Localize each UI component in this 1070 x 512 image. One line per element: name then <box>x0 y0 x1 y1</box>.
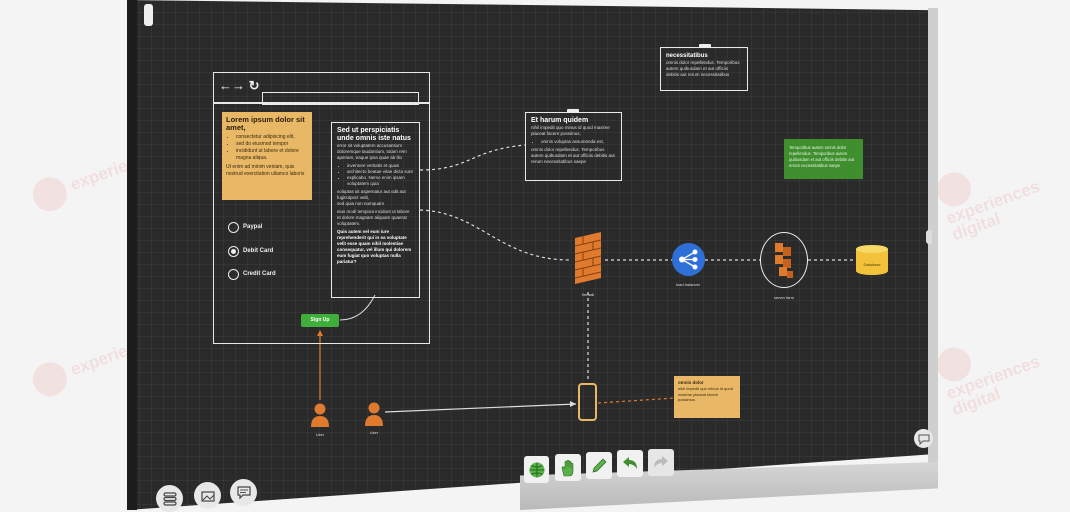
user-label: User <box>315 432 325 437</box>
radio-label: Paypal <box>243 224 263 230</box>
sign-up-button[interactable]: Sign Up <box>301 314 339 327</box>
database-label: Database <box>863 262 881 267</box>
connector <box>570 401 576 407</box>
radio-credit-card[interactable] <box>228 269 239 280</box>
display-bezel <box>127 0 137 510</box>
radio-label: Debit Card <box>243 248 274 254</box>
radio-label: Credit Card <box>243 271 276 277</box>
globe-icon <box>529 462 544 477</box>
pen-icon <box>592 458 607 472</box>
comment-icon <box>918 434 929 445</box>
browser-divider <box>213 102 430 104</box>
list-item: incididunt ut labore et dolore magna ali… <box>236 148 308 162</box>
display-bezel <box>928 8 938 463</box>
load-balancer-glyph <box>679 249 698 270</box>
list-item: consectetur adipiscing elit, <box>236 134 308 141</box>
load-balancer-label: load balancer <box>675 282 701 287</box>
load-balancer-icon[interactable] <box>672 243 705 276</box>
database-icon[interactable] <box>855 244 889 276</box>
list-item: architecto beatae vitae dicta sunt <box>347 169 414 175</box>
mobile-device-icon[interactable] <box>578 383 597 421</box>
undo-button[interactable] <box>617 450 643 477</box>
layers-icon <box>162 491 177 506</box>
firewall-label: firewall <box>581 292 595 297</box>
note-body: Ut enim ad minim veniam, quis nostrud ex… <box>226 164 305 177</box>
card-title: necessitatibus <box>666 53 708 59</box>
hand-button[interactable] <box>555 454 581 481</box>
connector <box>317 330 323 336</box>
connector <box>419 209 571 261</box>
list-item: sed do eiusmod tempor <box>236 141 308 148</box>
detail-para: eius modi tempora incidunt ut labore et … <box>337 209 410 226</box>
note-bullets: consectetur adipiscing elit, sed do eius… <box>232 134 308 162</box>
note-title: omnis dolor <box>678 380 704 385</box>
card-body: nihil impedit quo minus id quod maxime p… <box>531 125 610 136</box>
card-bullets: omnis voluptas assumenda est, <box>537 139 616 145</box>
hand-icon <box>561 459 574 476</box>
gallery-button[interactable] <box>194 482 221 509</box>
sticky-note[interactable]: omnis dolor nihil impedit quo minus id q… <box>674 376 740 418</box>
detail-title: Sed ut perspiciatis unde omnis iste natu… <box>337 127 411 142</box>
note-body: nihil impedit quo minus id quod maxime p… <box>678 386 733 402</box>
user-icon[interactable] <box>310 402 330 428</box>
user-icon[interactable] <box>364 401 384 427</box>
globe-button[interactable] <box>524 456 549 483</box>
card-body: omnis dolor repellendus. Temporibus aute… <box>666 60 740 77</box>
green-sticky-note[interactable]: Temporibus autem omnis dolor repellendus… <box>784 139 863 179</box>
browser-nav: ←→ ↻ <box>219 78 260 93</box>
connector <box>384 403 577 413</box>
detail-bullets: inventore veritatis et quasi architecto … <box>343 163 414 187</box>
chat-icon <box>236 486 251 499</box>
comment-button[interactable] <box>914 429 933 448</box>
connector <box>597 397 676 404</box>
side-handle[interactable] <box>926 230 932 244</box>
pen-button[interactable] <box>586 452 612 479</box>
detail-intro: error sit voluptatem accusantium dolorem… <box>337 143 407 160</box>
detail-para-bold: Quis autem vel eum iure reprehenderit qu… <box>337 229 412 264</box>
layers-button[interactable] <box>156 485 183 512</box>
list-item: inventore veritatis et quasi <box>347 163 414 169</box>
card-foot: omnis dolor repellendus. Temporibus aute… <box>531 147 615 164</box>
radio-paypal[interactable] <box>228 222 239 233</box>
address-bar[interactable] <box>262 92 419 105</box>
detail-para: sed quia non numquam <box>337 201 385 206</box>
detail-panel: Sed ut perspiciatis unde omnis iste natu… <box>331 122 420 298</box>
list-item: omnis voluptas assumenda est, <box>541 139 616 145</box>
firewall-icon[interactable] <box>571 230 605 286</box>
redo-icon <box>654 455 668 468</box>
user-label: User <box>369 430 379 435</box>
list-item: explicabo. Nemo enim ipsam voluptatem qu… <box>347 175 414 187</box>
pin-icon <box>699 44 711 48</box>
tray-icon[interactable] <box>144 4 153 26</box>
pin-icon <box>567 109 579 113</box>
note-title: Lorem ipsum dolor sit amet, <box>226 115 305 132</box>
sticky-note[interactable]: Lorem ipsum dolor sit amet, consectetur … <box>222 112 312 200</box>
connector <box>419 144 526 171</box>
card-et-harum[interactable]: Et harum quidem nihil impedit quo minus … <box>525 112 622 181</box>
server-farm-glyph <box>775 243 793 278</box>
redo-button[interactable] <box>648 449 674 476</box>
chat-button[interactable] <box>230 479 257 506</box>
radio-debit-card[interactable] <box>228 246 239 257</box>
server-farm-label: server farm <box>773 295 795 300</box>
gallery-icon <box>200 490 215 502</box>
card-title: Et harum quidem <box>531 117 589 124</box>
detail-para: voluptas sit aspernatur aut odit aut fug… <box>337 189 406 200</box>
card-necessitatibus[interactable]: necessitatibus omnis dolor repellendus. … <box>660 47 748 91</box>
browser-mockup <box>213 72 430 344</box>
server-farm-icon[interactable] <box>760 232 808 288</box>
undo-icon <box>623 456 637 469</box>
